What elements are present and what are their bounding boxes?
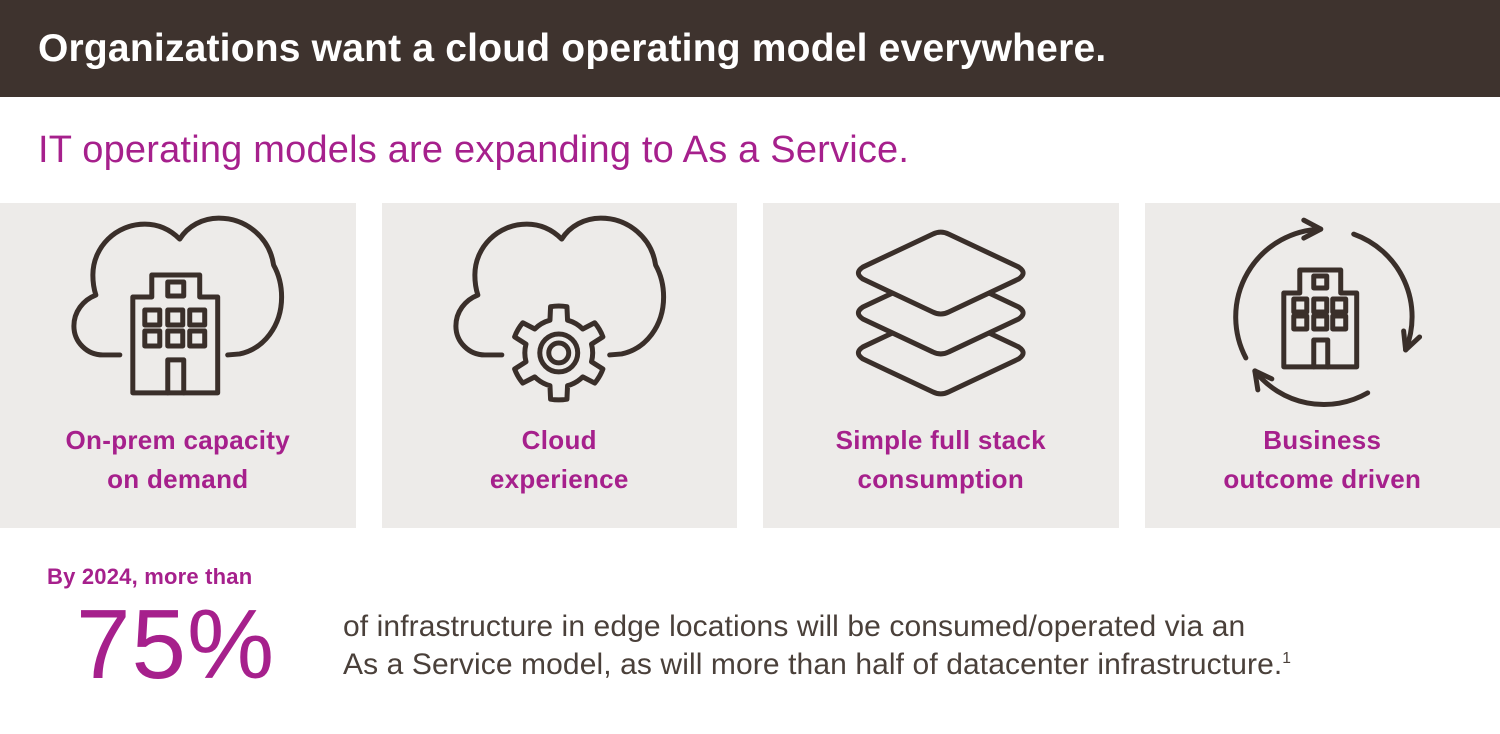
- footnote-marker: 1: [1282, 650, 1292, 667]
- card-label-line: On-prem capacity: [65, 425, 290, 455]
- card-full-stack: Simple full stack consumption: [763, 203, 1119, 528]
- card-label-line: outcome driven: [1223, 464, 1422, 494]
- stat-description-line1: of infrastructure in edge locations will…: [343, 610, 1246, 643]
- stat-value: 75%: [76, 589, 276, 699]
- stat-section: By 2024, more than 75% of infrastructure…: [0, 528, 1500, 734]
- card-label-line: Business: [1263, 425, 1382, 455]
- card-label: Cloud experience: [490, 421, 629, 499]
- card-business-outcome: Business outcome driven: [1144, 203, 1500, 528]
- card-label: Business outcome driven: [1223, 421, 1421, 499]
- header-banner: Organizations want a cloud operating mod…: [0, 0, 1500, 97]
- card-label-line: on demand: [107, 464, 249, 494]
- card-label-line: consumption: [857, 464, 1024, 494]
- page-subtitle: IT operating models are expanding to As …: [38, 128, 910, 171]
- card-label: On-prem capacity on demand: [66, 421, 290, 499]
- stack-layers-icon: [855, 229, 1026, 397]
- card-label-line: Simple full stack: [835, 425, 1046, 455]
- cloud-gear-icon: [452, 215, 666, 403]
- card-label: Simple full stack consumption: [836, 421, 1046, 499]
- cycle-building-icon: [1232, 217, 1422, 408]
- page-title: Organizations want a cloud operating mod…: [38, 26, 1107, 70]
- card-label-line: experience: [489, 464, 629, 494]
- feature-cards: On-prem capacity on demand Cloud experie…: [0, 203, 1500, 528]
- cloud-building-icon: [71, 215, 285, 396]
- card-label-line: Cloud: [521, 425, 597, 455]
- stat-lead-text: By 2024, more than: [47, 564, 253, 589]
- stat-description: of infrastructure in edge locations will…: [343, 608, 1291, 684]
- stat-description-line2: As a Service model, as will more than ha…: [343, 648, 1283, 681]
- subtitle-row: IT operating models are expanding to As …: [0, 97, 1500, 203]
- card-cloud-experience: Cloud experience: [381, 203, 737, 528]
- card-on-prem-capacity: On-prem capacity on demand: [0, 203, 356, 528]
